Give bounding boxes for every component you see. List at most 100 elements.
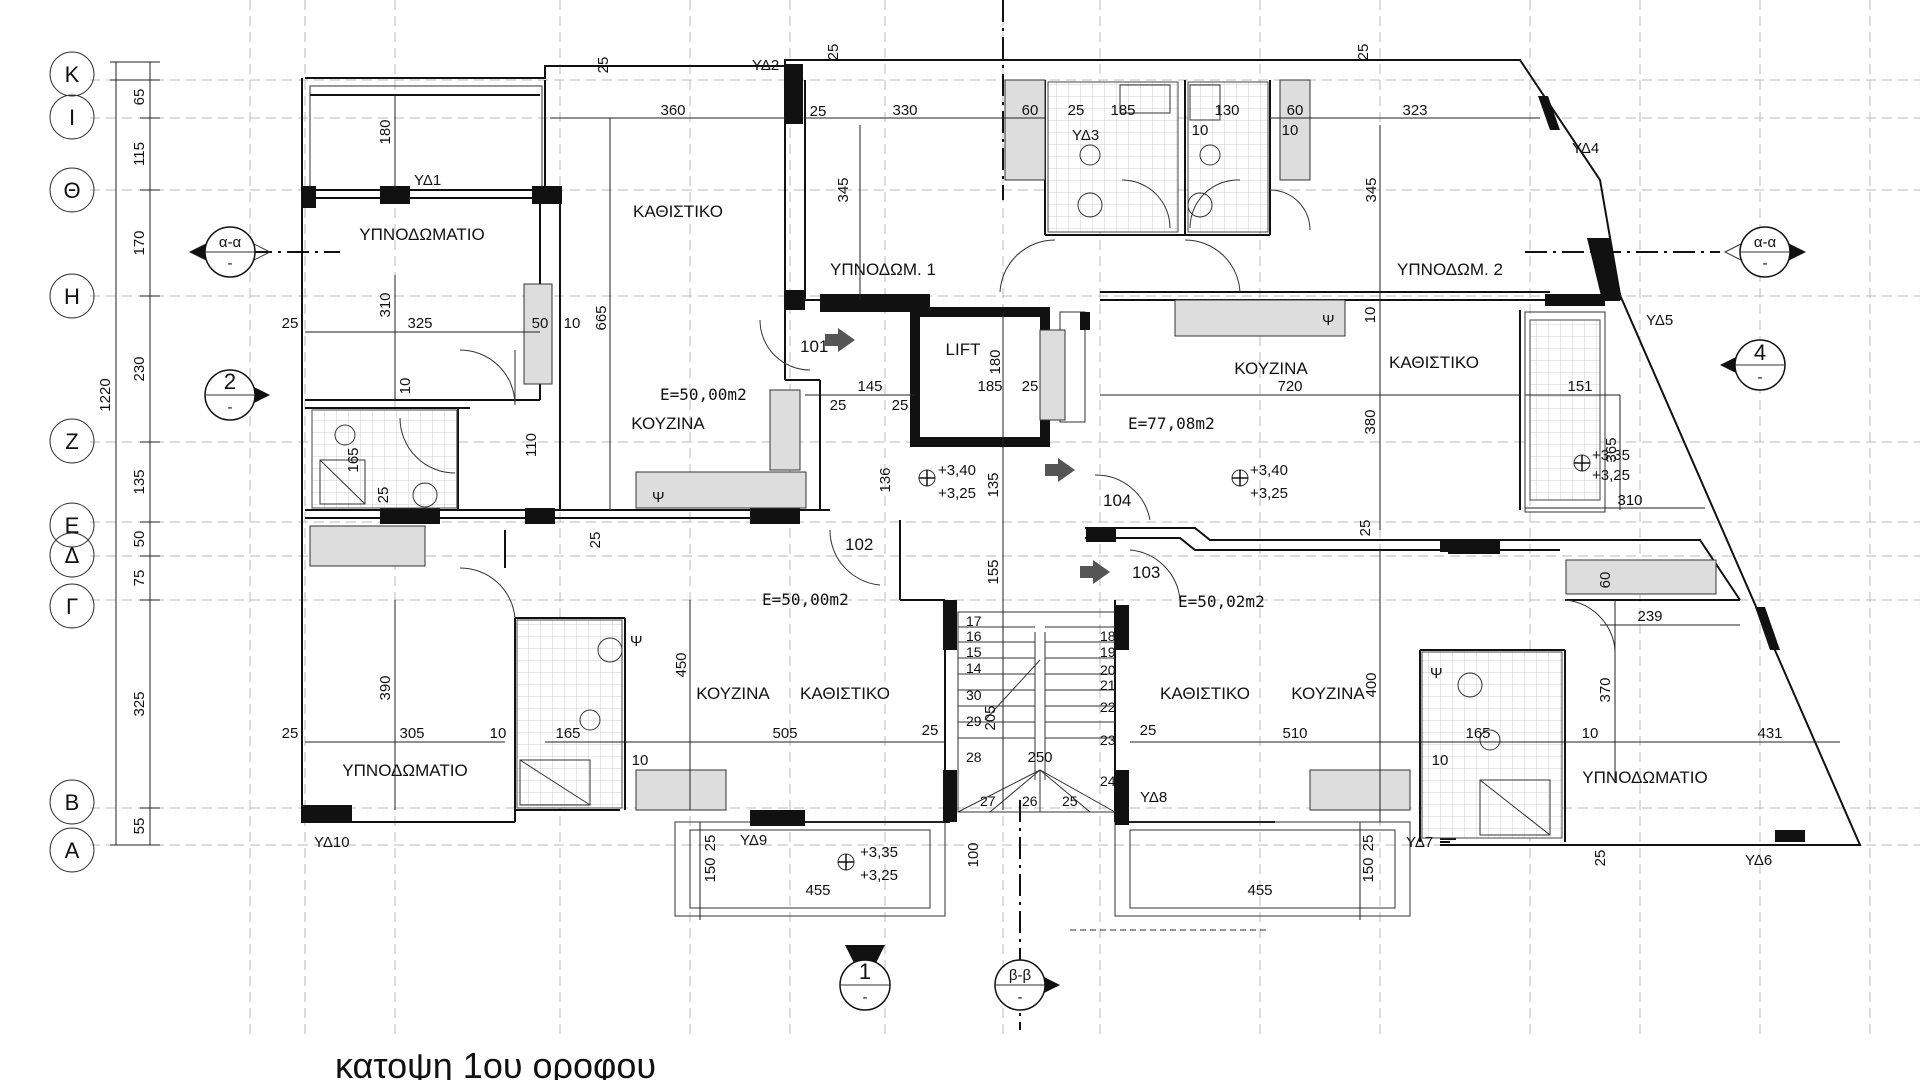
svg-text:Ψ: Ψ <box>652 489 665 506</box>
svg-text:10: 10 <box>490 725 507 742</box>
svg-text:155: 155 <box>985 559 1002 584</box>
svg-text:Θ: Θ <box>63 178 80 203</box>
svg-text:+3,35: +3,35 <box>860 844 898 861</box>
svg-text:100: 100 <box>965 842 982 867</box>
svg-text:25: 25 <box>595 57 612 74</box>
svg-text:185: 185 <box>977 378 1002 395</box>
svg-text:135: 135 <box>985 472 1002 497</box>
svg-text:101: 101 <box>800 337 828 356</box>
room-label-bedroom1: ΥΠΝΟΔΩΜ. 1 <box>830 260 936 279</box>
svg-text:α-α: α-α <box>1754 234 1777 251</box>
svg-text:Ψ: Ψ <box>1322 312 1335 329</box>
svg-text:Ζ: Ζ <box>65 429 78 454</box>
svg-text:1220: 1220 <box>97 378 114 411</box>
area-101: E=50,00m2 <box>660 385 747 404</box>
svg-text:ΥΔ3: ΥΔ3 <box>1072 127 1099 144</box>
svg-text:+3,25: +3,25 <box>1592 467 1630 484</box>
svg-text:305: 305 <box>399 725 424 742</box>
svg-text:455: 455 <box>1247 882 1272 899</box>
svg-text:20: 20 <box>1100 662 1116 678</box>
section-aa-right: α-α - <box>1723 226 1807 278</box>
grid-bubble-h: Η <box>49 273 95 319</box>
svg-text:185: 185 <box>1110 102 1135 119</box>
svg-text:25: 25 <box>830 397 847 414</box>
window-tags: ΥΔ1 ΥΔ2 ΥΔ3 ΥΔ4 ΥΔ5 ΥΔ6 ΥΔ7 ΥΔ8 ΥΔ9 ΥΔ10 <box>314 57 1772 869</box>
svg-text:ΥΔ5: ΥΔ5 <box>1646 312 1673 329</box>
section-1: 1 - <box>839 945 891 1011</box>
svg-text:50: 50 <box>131 531 148 548</box>
svg-text:25: 25 <box>1357 520 1374 537</box>
svg-text:505: 505 <box>772 725 797 742</box>
grid-bubble-z: Ζ <box>49 418 95 464</box>
svg-text:325: 325 <box>407 315 432 332</box>
svg-text:30: 30 <box>966 687 982 703</box>
svg-text:115: 115 <box>131 142 148 166</box>
area-labels: E=50,00m2 E=77,08m2 E=50,00m2 E=50,02m2 <box>660 385 1265 611</box>
svg-text:Κ: Κ <box>65 62 80 87</box>
svg-text:4: 4 <box>1754 340 1766 365</box>
svg-text:330: 330 <box>892 102 917 119</box>
svg-text:ΥΔ6: ΥΔ6 <box>1745 852 1772 869</box>
svg-text:25: 25 <box>892 397 909 414</box>
section-markers: α-α - α-α - 2 - 4 - 1 <box>188 226 1807 1011</box>
section-2: 2 - <box>204 369 270 421</box>
apartment-numbers: 101 102 103 104 <box>800 337 1160 582</box>
svg-text:α-α: α-α <box>219 234 242 251</box>
room-label-bedroom-nw: ΥΠΝΟΔΩΜΑΤΙΟ <box>359 225 484 244</box>
svg-text:2: 2 <box>224 369 236 394</box>
svg-text:Ι: Ι <box>69 105 75 130</box>
bathrooms <box>311 81 1601 839</box>
svg-text:60: 60 <box>1597 572 1614 589</box>
svg-text:130: 130 <box>1214 102 1239 119</box>
svg-text:ΥΔ10: ΥΔ10 <box>314 834 350 851</box>
svg-text:25: 25 <box>1355 44 1372 61</box>
svg-text:360: 360 <box>660 102 685 119</box>
svg-text:25: 25 <box>1062 793 1078 809</box>
svg-text:720: 720 <box>1277 378 1302 395</box>
left-dimension-chain: 65 115 170 230 135 50 75 325 55 1220 <box>97 61 160 846</box>
doors <box>399 179 1616 931</box>
svg-text:150: 150 <box>1360 857 1377 882</box>
svg-text:135: 135 <box>131 469 148 494</box>
svg-text:Α: Α <box>65 838 80 863</box>
dimension-lines <box>305 95 1840 920</box>
grid-bubble-b: Β <box>49 779 95 825</box>
svg-text:+3,40: +3,40 <box>1250 462 1288 479</box>
svg-text:400: 400 <box>1363 672 1380 697</box>
svg-text:50: 50 <box>532 315 549 332</box>
svg-text:110: 110 <box>523 433 540 457</box>
svg-text:25: 25 <box>1022 378 1039 395</box>
svg-text:-: - <box>1763 255 1768 272</box>
svg-text:325: 325 <box>131 691 148 716</box>
svg-text:25: 25 <box>1068 102 1085 119</box>
svg-text:136: 136 <box>877 467 894 492</box>
svg-text:165: 165 <box>345 447 362 472</box>
svg-text:170: 170 <box>131 230 148 255</box>
svg-text:239: 239 <box>1637 608 1662 625</box>
grid-bubble-d: Δ <box>49 532 95 578</box>
level-markers: +3,40 +3,25 +3,40 +3,25 +3,35 +3,25 +3,3… <box>837 447 1630 884</box>
svg-text:Ψ: Ψ <box>1430 665 1443 682</box>
svg-text:390: 390 <box>377 675 394 700</box>
svg-text:Ε: Ε <box>65 513 80 538</box>
area-103: E=50,02m2 <box>1178 592 1265 611</box>
svg-text:25: 25 <box>825 44 842 61</box>
svg-text:60: 60 <box>1022 102 1039 119</box>
svg-text:10: 10 <box>1282 122 1299 139</box>
svg-text:+3,25: +3,25 <box>938 485 976 502</box>
svg-text:310: 310 <box>377 292 394 317</box>
dimension-texts: 25 360 180 665 330 345 25 25 60 25 185 1… <box>282 44 1783 899</box>
svg-text:370: 370 <box>1597 677 1614 702</box>
svg-text:19: 19 <box>1100 644 1116 660</box>
entry-arrows <box>825 328 1110 584</box>
room-label-kitchen-ne: ΚΟΥΖΙΝΑ <box>1234 359 1308 378</box>
svg-text:+3,25: +3,25 <box>860 867 898 884</box>
room-labels: ΚΑΘΙΣΤΙΚΟ ΥΠΝΟΔΩΜΑΤΙΟ ΚΟΥΖΙΝΑ ΥΠΝΟΔΩΜ. 1… <box>342 202 1707 787</box>
svg-text:ΥΔ1: ΥΔ1 <box>414 172 441 189</box>
svg-text:104: 104 <box>1103 491 1131 510</box>
svg-text:25: 25 <box>282 315 299 332</box>
svg-text:60: 60 <box>1287 102 1304 119</box>
svg-text:25: 25 <box>702 835 719 852</box>
svg-text:26: 26 <box>1022 793 1038 809</box>
